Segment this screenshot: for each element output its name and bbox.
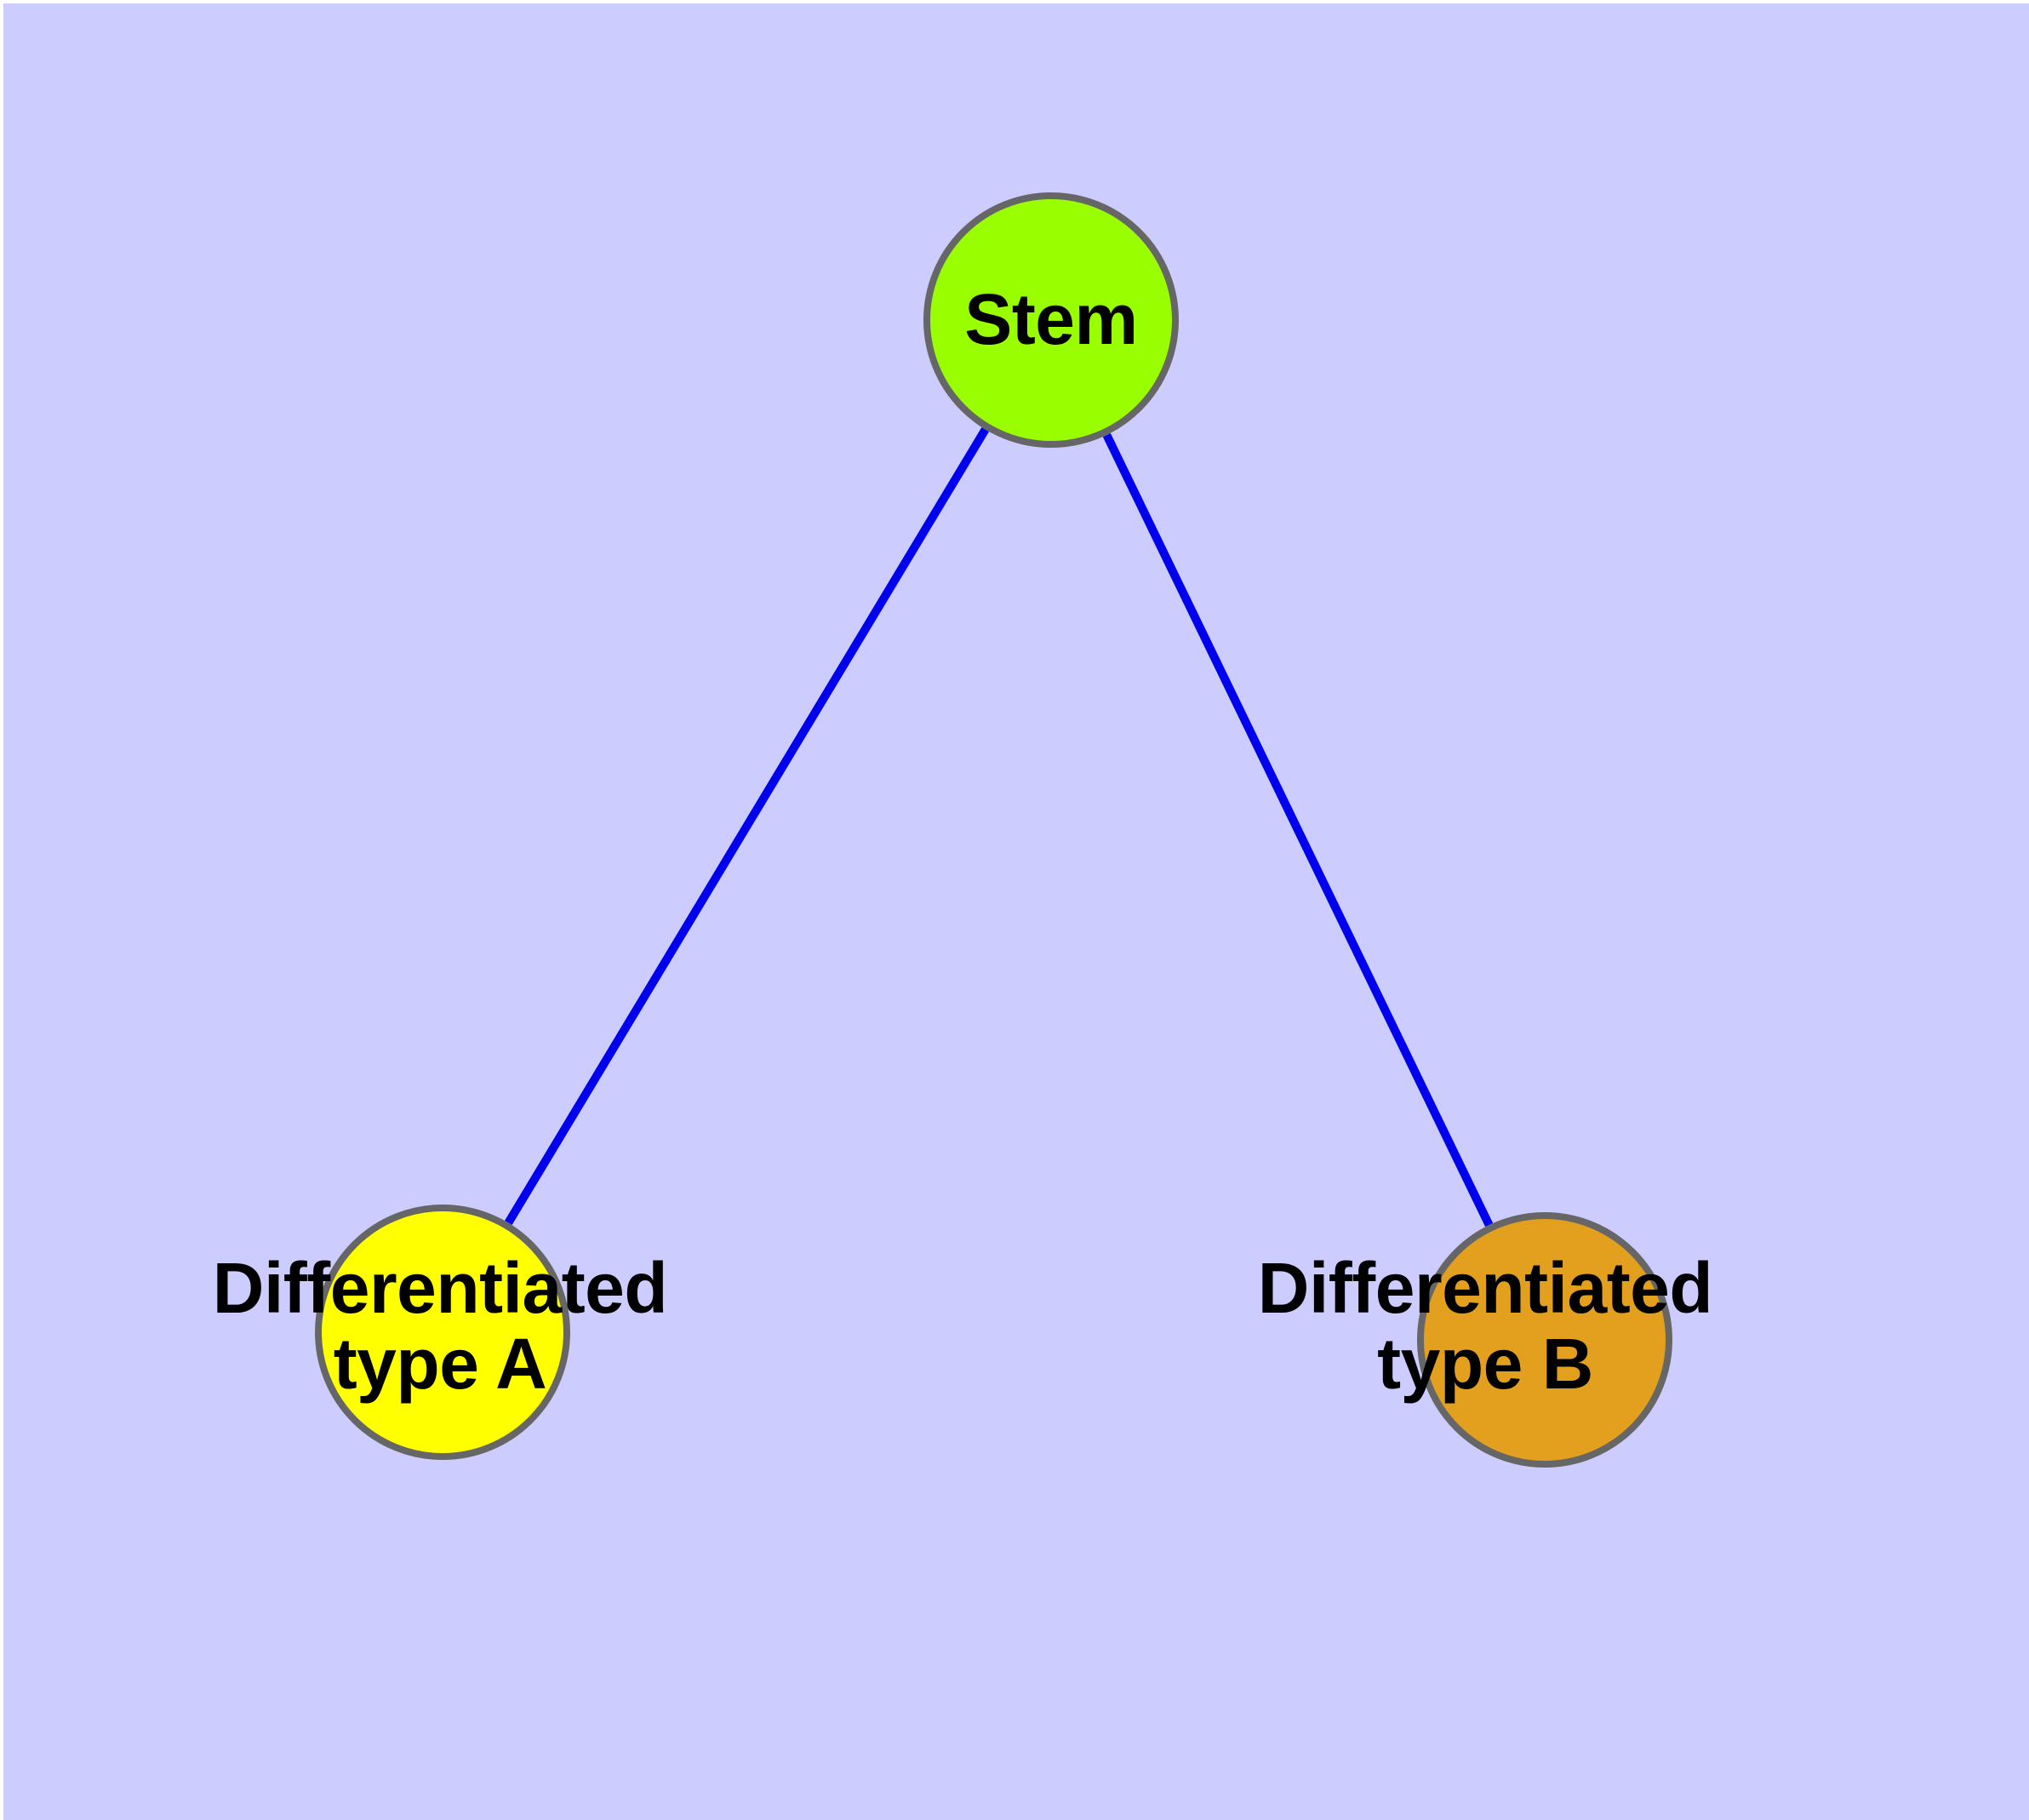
edge-stem-to-differentiated-type-b[interactable] — [1102, 432, 1494, 1228]
edge-stem-to-differentiated-type-a[interactable] — [505, 426, 989, 1226]
node-differentiated-type-a[interactable] — [315, 1205, 570, 1460]
node-differentiated-type-b[interactable] — [1417, 1212, 1672, 1468]
node-stem[interactable] — [923, 192, 1179, 448]
edge-layer — [505, 426, 1494, 1228]
node-layer — [315, 192, 1672, 1468]
